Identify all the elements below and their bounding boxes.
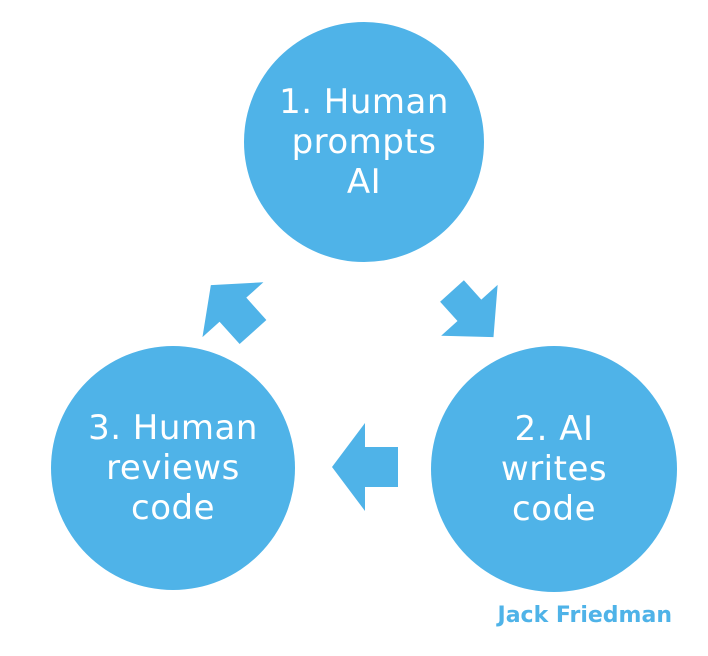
node-label-line: code (512, 489, 596, 529)
node-label-line: 3. Human (88, 408, 258, 448)
node-label-line: prompts (291, 122, 437, 162)
arrow-down-right-icon (440, 280, 498, 338)
arrow-left-icon (332, 423, 398, 511)
node-label-line: writes (500, 449, 608, 489)
arrow-up-right-icon (202, 282, 267, 345)
node-label-line: code (131, 488, 215, 528)
author-credit: Jack Friedman (497, 603, 672, 628)
node-label-line: reviews (106, 448, 240, 488)
cycle-node-ai-writes-code: 2. AI writes code (431, 346, 677, 592)
cycle-node-human-reviews-code: 3. Human reviews code (51, 346, 295, 590)
node-label-line: AI (346, 162, 382, 202)
cycle-node-human-prompts-ai: 1. Human prompts AI (244, 22, 484, 262)
node-label-line: 2. AI (514, 409, 594, 449)
node-label-line: 1. Human (279, 82, 449, 122)
